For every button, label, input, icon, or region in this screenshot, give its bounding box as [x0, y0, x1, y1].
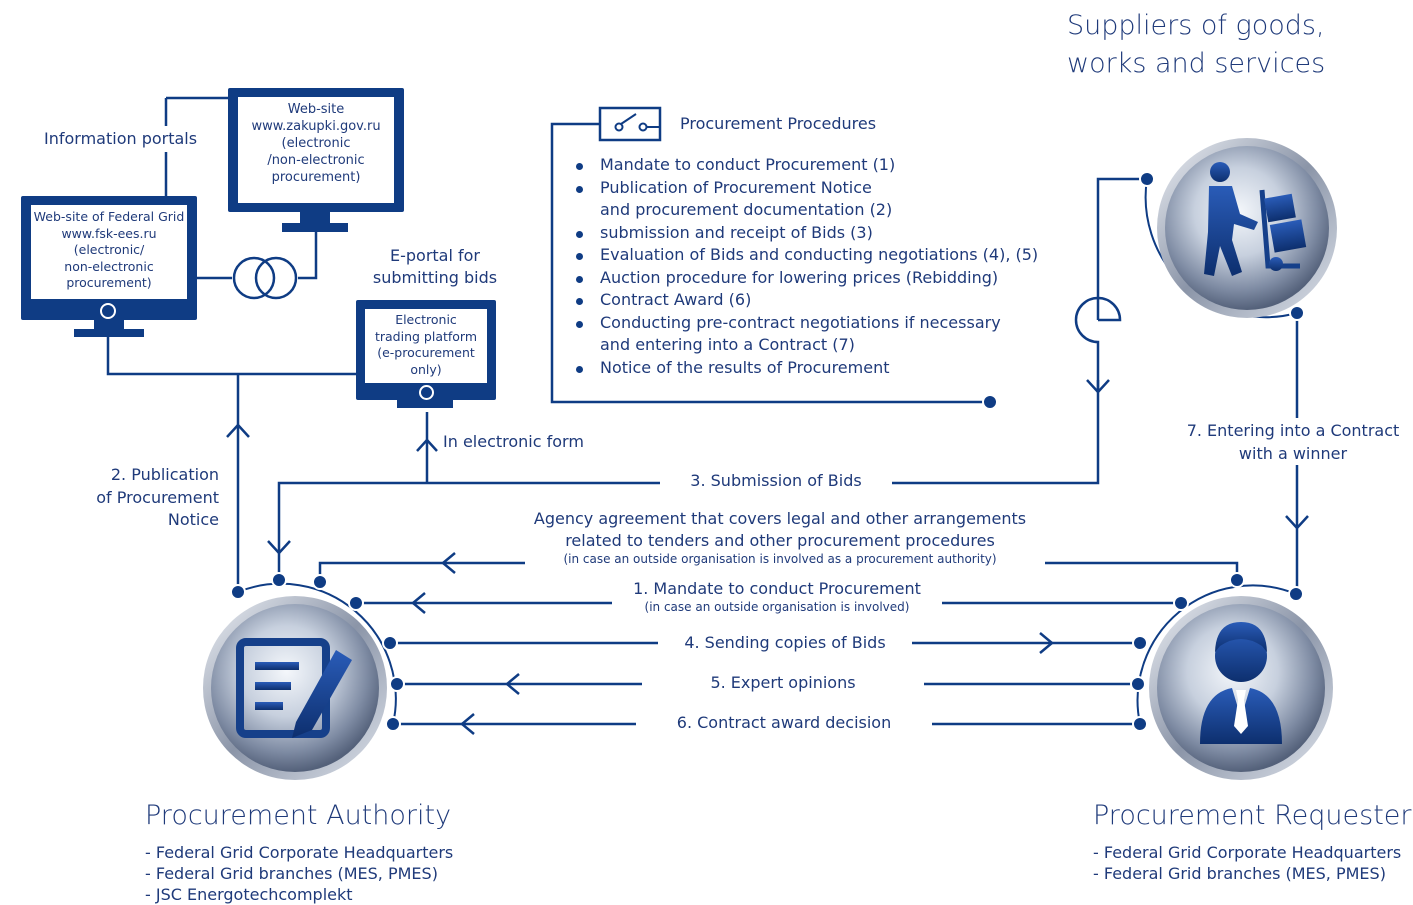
mandate-note: (in case an outside organisation is invo… — [644, 600, 910, 614]
zakupki-line: Web-site — [287, 102, 345, 117]
entering-line: with a winner — [1238, 443, 1348, 463]
agency-note: (in case an outside organisation is invo… — [563, 552, 997, 566]
sending-copies-label: 4. Sending copies of Bids — [684, 633, 886, 652]
power-button-icon — [100, 303, 116, 319]
procedure-item: Publication of Procurement Notice and pro… — [575, 177, 1038, 222]
connector-dots — [230, 171, 1305, 732]
requester-title: Procurement Requester — [1093, 800, 1412, 831]
procedure-text: Mandate to conduct Procurement (1) — [600, 155, 896, 174]
fsk-url: www.fsk-ees.ru — [61, 225, 157, 241]
authority-title: Procurement Authority — [145, 800, 452, 831]
contract-award-label: 6. Contract award decision — [676, 713, 892, 732]
procedure-text: and entering into a Contract (7) — [600, 335, 855, 354]
procedure-item: Auction procedure for lowering prices (R… — [575, 267, 1038, 290]
etp-monitor: Electronic trading platform (e-procureme… — [356, 300, 496, 400]
procedure-item: Mandate to conduct Procurement (1) — [575, 154, 1038, 177]
requester-medallion — [1149, 596, 1333, 780]
person-dolly-icon — [1204, 162, 1307, 276]
eportal-label-line: E-portal for — [389, 246, 480, 265]
etp-line: only) — [410, 361, 442, 377]
procedure-text: Publication of Procurement Notice — [600, 177, 872, 197]
procedure-text: Conducting pre-contract negotiations if … — [600, 312, 1001, 332]
fsk-line: (electronic/ — [73, 242, 145, 257]
mandate-label: 1. Mandate to conduct Procurement — [633, 579, 921, 598]
fsk-stand — [94, 320, 124, 330]
publication-line: Notice — [167, 510, 219, 529]
procedure-text: submission and receipt of Bids (3) — [600, 222, 873, 242]
in-electronic-form-label: In electronic form — [443, 432, 584, 451]
procedure-item: Contract Award (6) — [575, 289, 1038, 312]
procedure-item: Notice of the results of Procurement — [575, 357, 1038, 380]
procedure-item: Conducting pre-contract negotiations if … — [575, 312, 1038, 357]
authority-item: - JSC Energotechcomplekt — [145, 885, 353, 904]
procedure-text: Notice of the results of Procurement — [600, 357, 890, 377]
procedure-text: Evaluation of Bids and conducting negoti… — [600, 245, 1039, 264]
zakupki-line: /non-electronic — [267, 153, 365, 168]
etp-line: Electronic — [395, 312, 457, 327]
fsk-line: Web-site of Federal Grid — [33, 209, 185, 224]
suppliers-title-line1: Suppliers of goods, — [1067, 10, 1325, 41]
procedure-text: Auction procedure for lowering prices (R… — [600, 267, 999, 287]
transformer-icon — [232, 256, 298, 300]
agency-agreement-label: Agency agreement that covers legal and o… — [490, 508, 1070, 552]
publication-line: of Procurement — [96, 487, 219, 507]
eportal-label-line: submitting bids — [372, 268, 498, 287]
entering-contract-label: 7. Entering into a Contract with a winne… — [1178, 420, 1408, 465]
fsk-stand-base — [74, 329, 144, 337]
publication-label: 2. Publication of Procurement Notice — [60, 464, 219, 532]
procedures-list: Mandate to conduct Procurement (1) Publi… — [575, 154, 1038, 379]
procedure-item: Evaluation of Bids and conducting negoti… — [575, 244, 1038, 267]
entering-line: 7. Entering into a Contract — [1186, 421, 1400, 440]
procedure-text: Contract Award (6) — [600, 290, 752, 309]
eportal-label: E-portal for submitting bids — [360, 245, 510, 289]
etp-stand-base — [397, 400, 453, 408]
fsk-line: non-electronic — [64, 258, 154, 274]
power-button-icon — [419, 385, 434, 400]
submission-label: 3. Submission of Bids — [690, 471, 862, 490]
suppliers-title-line2: works and services — [1067, 48, 1326, 79]
document-pen-icon — [236, 638, 352, 738]
etp-line: trading platform — [374, 328, 478, 344]
zakupki-stand — [300, 212, 330, 224]
fsk-line: procurement) — [66, 275, 152, 290]
information-portals-label: Information portals — [44, 129, 198, 148]
authority-list: - Federal Grid Corporate Headquarters - … — [145, 842, 453, 905]
requester-item: - Federal Grid branches (MES, PMES) — [1093, 864, 1386, 883]
agency-line: Agency agreement that covers legal and o… — [533, 509, 1027, 528]
fsk-monitor: Web-site of Federal Grid www.fsk-ees.ru … — [21, 196, 197, 320]
expert-opinions-label: 5. Expert opinions — [710, 673, 856, 692]
suppliers-medallion — [1157, 138, 1337, 318]
zakupki-stand-base — [282, 223, 348, 232]
procedure-text: and procurement documentation (2) — [600, 200, 893, 219]
business-person-icon — [1200, 622, 1282, 744]
switch-icon — [598, 106, 662, 142]
zakupki-line: (electronic — [281, 136, 351, 151]
etp-line: (e-procurement — [377, 345, 475, 360]
procedure-item: submission and receipt of Bids (3) — [575, 222, 1038, 245]
arrow-up-publication — [226, 423, 250, 438]
requester-list: - Federal Grid Corporate Headquarters - … — [1093, 842, 1413, 884]
procurement-procedures-title: Procurement Procedures — [680, 114, 877, 133]
zakupki-monitor: Web-site www.zakupki.gov.ru (electronic … — [228, 88, 404, 212]
requester-item: - Federal Grid Corporate Headquarters — [1093, 843, 1402, 862]
zakupki-url: www.zakupki.gov.ru — [251, 119, 381, 134]
zakupki-line: procurement) — [271, 170, 361, 185]
publication-line: 2. Publication — [110, 465, 219, 484]
agency-line: related to tenders and other procurement… — [565, 531, 995, 550]
authority-medallion — [203, 596, 387, 780]
authority-item: - Federal Grid Corporate Headquarters — [145, 843, 454, 862]
authority-item: - Federal Grid branches (MES, PMES) — [145, 864, 438, 883]
